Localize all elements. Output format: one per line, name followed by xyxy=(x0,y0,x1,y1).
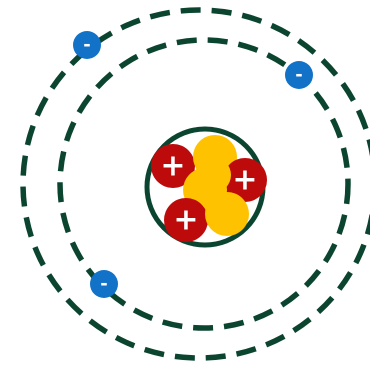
nucleus: + + + xyxy=(147,129,267,245)
neutron xyxy=(195,157,231,193)
neutron xyxy=(205,192,249,236)
electron-charge-label: - xyxy=(83,35,90,56)
proton-charge-label: + xyxy=(232,163,257,198)
electron-charge-label: - xyxy=(295,65,302,86)
proton-charge-label: + xyxy=(173,203,198,238)
electron-charge-label: - xyxy=(100,274,107,295)
proton-charge-label: + xyxy=(160,149,185,184)
